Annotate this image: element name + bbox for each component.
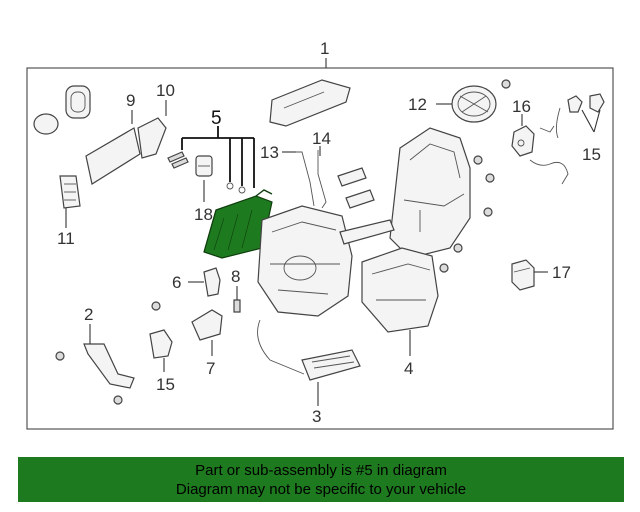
callout-2: 2: [84, 305, 93, 324]
diagram-frame: [26, 67, 614, 430]
callout-9: 9: [126, 91, 135, 110]
callout-3: 3: [312, 407, 321, 426]
fasteners-right: [439, 79, 511, 273]
callout-13: 13: [260, 143, 279, 162]
callout-17: 17: [552, 263, 571, 282]
hose-assembly-15: [529, 93, 605, 185]
callout-1: 1: [320, 39, 329, 58]
callout-15-left: 15: [156, 375, 175, 394]
callout-15-right: 15: [582, 145, 601, 164]
heater-core: [257, 319, 361, 381]
link-rods: [296, 150, 327, 209]
actuator-17: [511, 259, 535, 291]
callout-10: 10: [156, 81, 175, 100]
callout-4: 4: [404, 359, 413, 378]
part-info-banner: Part or sub-assembly is #5 in diagram Di…: [18, 457, 624, 502]
mode-doors: [337, 167, 395, 245]
callout-18: 18: [194, 205, 213, 224]
expansion-valve-18: [195, 155, 213, 177]
callout-12: 12: [408, 95, 427, 114]
callout-11: 11: [57, 229, 75, 248]
bracket-16: [511, 125, 535, 157]
o-ring-clips: [167, 151, 189, 169]
callout-14: 14: [312, 129, 331, 148]
callout-16: 16: [512, 97, 531, 116]
callout-5: 5: [211, 108, 222, 129]
lower-left-brackets: [55, 301, 173, 405]
hvac-unit-housing: [257, 205, 353, 317]
banner-line-1: Part or sub-assembly is #5 in diagram: [195, 462, 447, 479]
callout-7: 7: [206, 359, 215, 378]
blower-motor: [451, 85, 497, 123]
banner-line-2: Diagram may not be specific to your vehi…: [175, 481, 467, 498]
heater-case: [361, 247, 439, 333]
actuators-middle: [191, 267, 241, 341]
callout-6: 6: [172, 273, 181, 292]
blower-housing: [389, 127, 471, 259]
filter-and-doors-left: [33, 85, 167, 209]
callout-8: 8: [231, 267, 240, 286]
duct-upper: [269, 79, 351, 127]
